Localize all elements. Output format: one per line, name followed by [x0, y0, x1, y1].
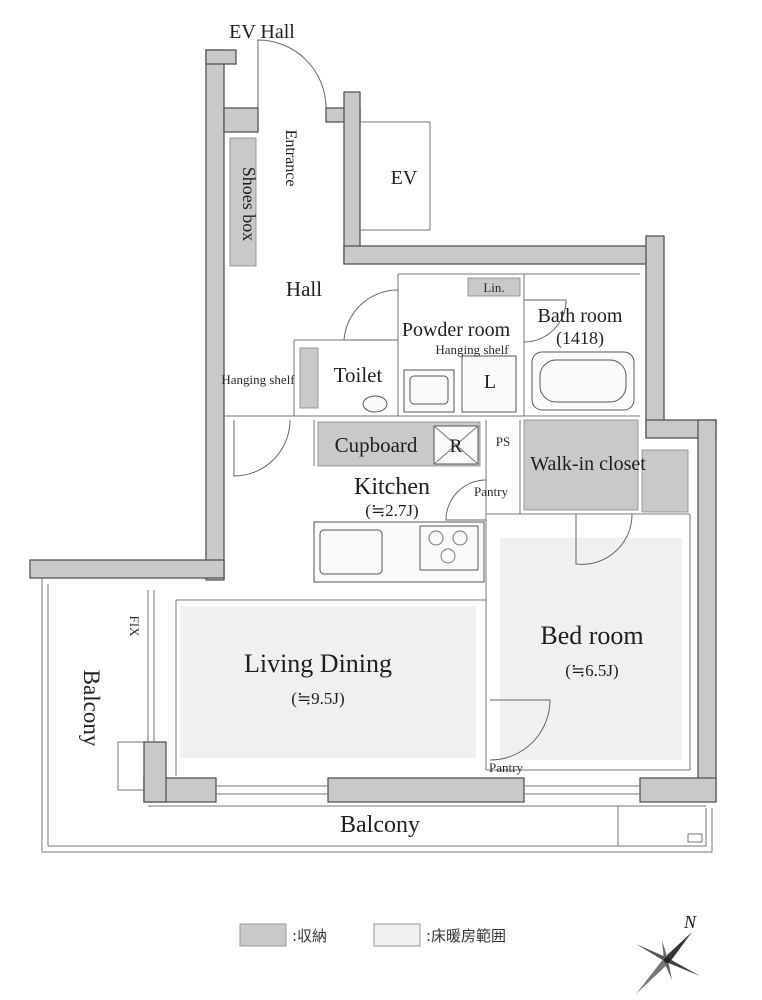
kitchen-pantry-label: Pantry [474, 484, 508, 499]
cupboard-label: Cupboard [335, 433, 418, 457]
hall-label: Hall [286, 277, 322, 301]
fixtures [313, 351, 635, 583]
ev-hall-label: EV Hall [229, 21, 295, 43]
ev-label: EV [391, 167, 418, 189]
legend: :収納 :床暖房範囲 [239, 923, 506, 947]
bed-pantry-label: Pantry [489, 760, 523, 775]
floor-heating-living [180, 606, 476, 758]
laundry-label: L [484, 371, 496, 393]
refrigerator-label: R [450, 436, 463, 457]
powder-room-label: Powder room [402, 319, 511, 341]
toilet-label: Toilet [334, 363, 383, 387]
fix-label: FIX [127, 616, 142, 638]
room-labels: EV Hall Entrance EV Shoes box Hall Powde… [79, 21, 646, 838]
powder-hanging-shelf-label: Hanging shelf [435, 342, 509, 357]
kitchen-size-label: (≒2.7J) [365, 501, 418, 520]
legend-floor-heating-label: :床暖房範囲 [426, 927, 506, 945]
bed-room-size-label: (≒6.5J) [565, 661, 618, 680]
entrance-label: Entrance [282, 130, 299, 187]
compass-icon: N [636, 912, 700, 994]
lin-label: Lin. [483, 280, 504, 295]
walls [29, 49, 717, 803]
ps-label: PS [496, 434, 510, 449]
kitchen-label: Kitchen [354, 474, 430, 500]
living-dining-size-label: (≒9.5J) [291, 689, 344, 708]
legend-floor-heating-swatch [373, 923, 421, 947]
bath-size-label: (1418) [556, 328, 604, 349]
door-arcs [233, 39, 633, 761]
bath-room-label: Bath room [538, 305, 623, 327]
walk-in-closet-label: Walk-in closet [530, 453, 646, 475]
bed-room-label: Bed room [540, 621, 643, 650]
storage-areas [229, 137, 689, 513]
shoes-box-label: Shoes box [239, 167, 259, 242]
legend-storage-label: :収納 [292, 927, 327, 945]
toilet-hanging-shelf-label: Hanging shelf [221, 372, 295, 387]
floor-heating-bed [500, 538, 682, 760]
balcony-side-label: Balcony [79, 670, 104, 747]
compass-north-label: N [683, 912, 697, 932]
balcony-bottom-label: Balcony [340, 812, 420, 838]
partitions [175, 273, 691, 776]
legend-storage-swatch [239, 923, 287, 947]
living-dining-label: Living Dining [244, 649, 392, 678]
